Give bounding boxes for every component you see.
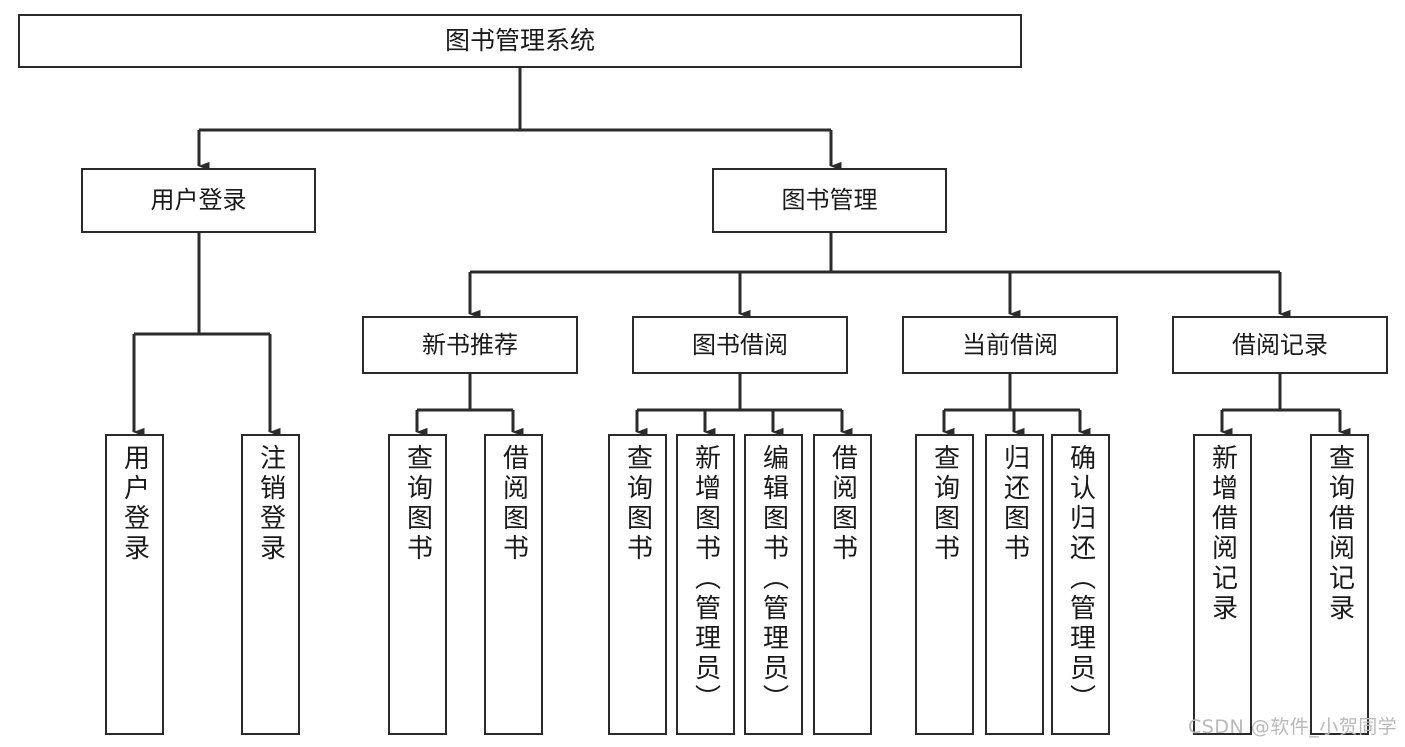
node-leaf-add-borrow-record-label: 新增借阅记录 — [1207, 444, 1238, 624]
node-leaf-confirm-return-admin-label: 确认归还（管理员） — [1065, 444, 1096, 714]
node-book-management-label: 图书管理 — [781, 186, 878, 215]
node-leaf-return-book[interactable]: 归还图书 — [985, 434, 1044, 735]
node-new-book-recommend-label: 新书推荐 — [422, 330, 518, 359]
node-leaf-edit-book-admin[interactable]: 编辑图书（管理员） — [744, 434, 803, 735]
csdn-watermark: CSDN @软件_小贺同学 — [1188, 716, 1398, 738]
node-root-system-label: 图书管理系统 — [444, 26, 595, 55]
node-root-system[interactable]: 图书管理系统 — [18, 14, 1022, 68]
node-leaf-edit-book-admin-label: 编辑图书（管理员） — [758, 444, 789, 714]
node-leaf-return-book-label: 归还图书 — [999, 444, 1030, 564]
node-user-login[interactable]: 用户登录 — [81, 168, 316, 233]
node-leaf-user-login-label: 用户登录 — [119, 444, 150, 564]
node-leaf-add-book-admin[interactable]: 新增图书（管理员） — [676, 434, 735, 735]
node-leaf-query-book-current-label: 查询图书 — [929, 444, 960, 564]
node-leaf-borrow-book-new-label: 借阅图书 — [498, 444, 529, 564]
node-leaf-add-book-admin-label: 新增图书（管理员） — [690, 444, 721, 714]
node-leaf-logout[interactable]: 注销登录 — [241, 434, 300, 735]
node-current-borrow[interactable]: 当前借阅 — [902, 316, 1118, 374]
node-leaf-logout-label: 注销登录 — [255, 444, 286, 564]
node-leaf-confirm-return-admin[interactable]: 确认归还（管理员） — [1051, 434, 1110, 735]
node-leaf-add-borrow-record[interactable]: 新增借阅记录 — [1193, 434, 1252, 735]
node-current-borrow-label: 当前借阅 — [962, 330, 1058, 359]
node-leaf-borrow-book[interactable]: 借阅图书 — [813, 434, 872, 735]
node-new-book-recommend[interactable]: 新书推荐 — [362, 316, 578, 374]
node-book-management[interactable]: 图书管理 — [712, 168, 947, 233]
node-book-borrow[interactable]: 图书借阅 — [632, 316, 848, 374]
node-leaf-borrow-book-new[interactable]: 借阅图书 — [484, 434, 543, 735]
node-borrow-records-label: 借阅记录 — [1232, 330, 1328, 359]
node-book-borrow-label: 图书借阅 — [692, 330, 788, 359]
node-leaf-query-book-borrow-label: 查询图书 — [622, 444, 653, 564]
node-leaf-query-book-current[interactable]: 查询图书 — [915, 434, 974, 735]
node-leaf-query-book-new-label: 查询图书 — [402, 444, 433, 564]
node-leaf-query-book-borrow[interactable]: 查询图书 — [608, 434, 667, 735]
node-leaf-user-login[interactable]: 用户登录 — [105, 434, 164, 735]
node-leaf-borrow-book-label: 借阅图书 — [827, 444, 858, 564]
node-borrow-records[interactable]: 借阅记录 — [1172, 316, 1388, 374]
node-user-login-label: 用户登录 — [150, 186, 247, 215]
node-leaf-query-book-new[interactable]: 查询图书 — [388, 434, 447, 735]
node-leaf-query-borrow-record-label: 查询借阅记录 — [1324, 444, 1355, 624]
node-leaf-query-borrow-record[interactable]: 查询借阅记录 — [1310, 434, 1369, 735]
